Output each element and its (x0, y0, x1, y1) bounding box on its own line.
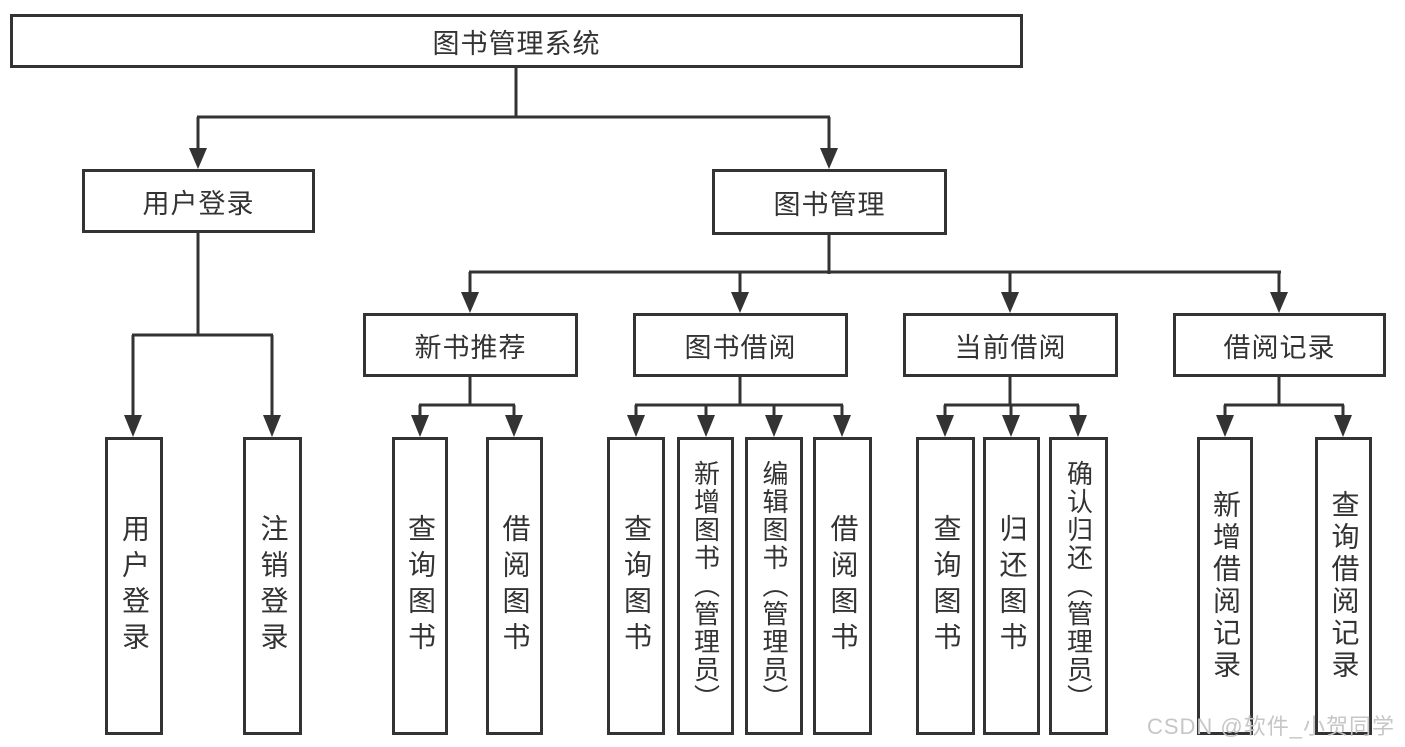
node-label: 新书推荐 (414, 332, 527, 363)
leaf-label: 确认归还（管理员） (1063, 460, 1094, 712)
node-label: 图书管理 (773, 189, 886, 220)
leaf-label: 新增借阅记录 (1210, 490, 1241, 682)
node-current-borrowing: 当前借阅 (903, 313, 1118, 377)
leaf-label: 查询图书 (621, 514, 652, 658)
node-library-management-system: 图书管理系统 (10, 14, 1023, 68)
leaf-logout: 注销登录 (243, 437, 302, 735)
leaf-borrow-books-recommend: 借阅图书 (486, 437, 543, 735)
leaf-confirm-return-admin: 确认归还（管理员） (1049, 437, 1108, 735)
node-new-book-recommendation: 新书推荐 (363, 313, 578, 377)
leaf-label: 查询借阅记录 (1328, 490, 1360, 682)
leaf-label: 归还图书 (996, 514, 1028, 658)
node-label: 借阅记录 (1223, 332, 1336, 363)
leaf-label: 借阅图书 (499, 514, 531, 658)
node-label: 图书管理系统 (432, 28, 601, 59)
leaf-query-books-current: 查询图书 (916, 437, 975, 735)
leaf-label: 查询图书 (405, 514, 436, 658)
leaf-label: 注销登录 (257, 514, 289, 658)
node-book-borrowing: 图书借阅 (633, 313, 848, 377)
node-book-management: 图书管理 (712, 169, 947, 235)
leaf-query-borrow-record: 查询借阅记录 (1315, 437, 1372, 735)
arrowheads (124, 148, 1352, 437)
leaf-label: 查询图书 (930, 514, 962, 658)
leaf-add-borrow-record: 新增借阅记录 (1197, 437, 1253, 735)
node-label: 图书借阅 (684, 332, 797, 363)
node-borrowing-records: 借阅记录 (1173, 313, 1386, 377)
leaf-label: 编辑图书（管理员） (759, 460, 789, 712)
leaf-add-book-admin: 新增图书（管理员） (677, 437, 734, 735)
leaf-label: 用户登录 (119, 514, 150, 658)
leaf-return-book: 归还图书 (983, 437, 1040, 735)
leaf-label: 新增图书（管理员） (690, 460, 721, 712)
node-label: 用户登录 (142, 188, 255, 219)
leaf-user-login: 用户登录 (105, 437, 163, 735)
leaf-borrow-books-borrow: 借阅图书 (813, 437, 872, 735)
node-user-login: 用户登录 (82, 169, 315, 233)
connector-paths (131, 68, 1345, 418)
leaf-query-books-recommend: 查询图书 (392, 437, 448, 735)
node-label: 当前借阅 (954, 332, 1067, 363)
watermark-text: CSDN @软件_小贺同学 (1146, 714, 1395, 739)
leaf-edit-book-admin: 编辑图书（管理员） (745, 437, 803, 735)
leaf-query-books-borrow: 查询图书 (607, 437, 665, 735)
leaf-label: 借阅图书 (827, 514, 859, 658)
